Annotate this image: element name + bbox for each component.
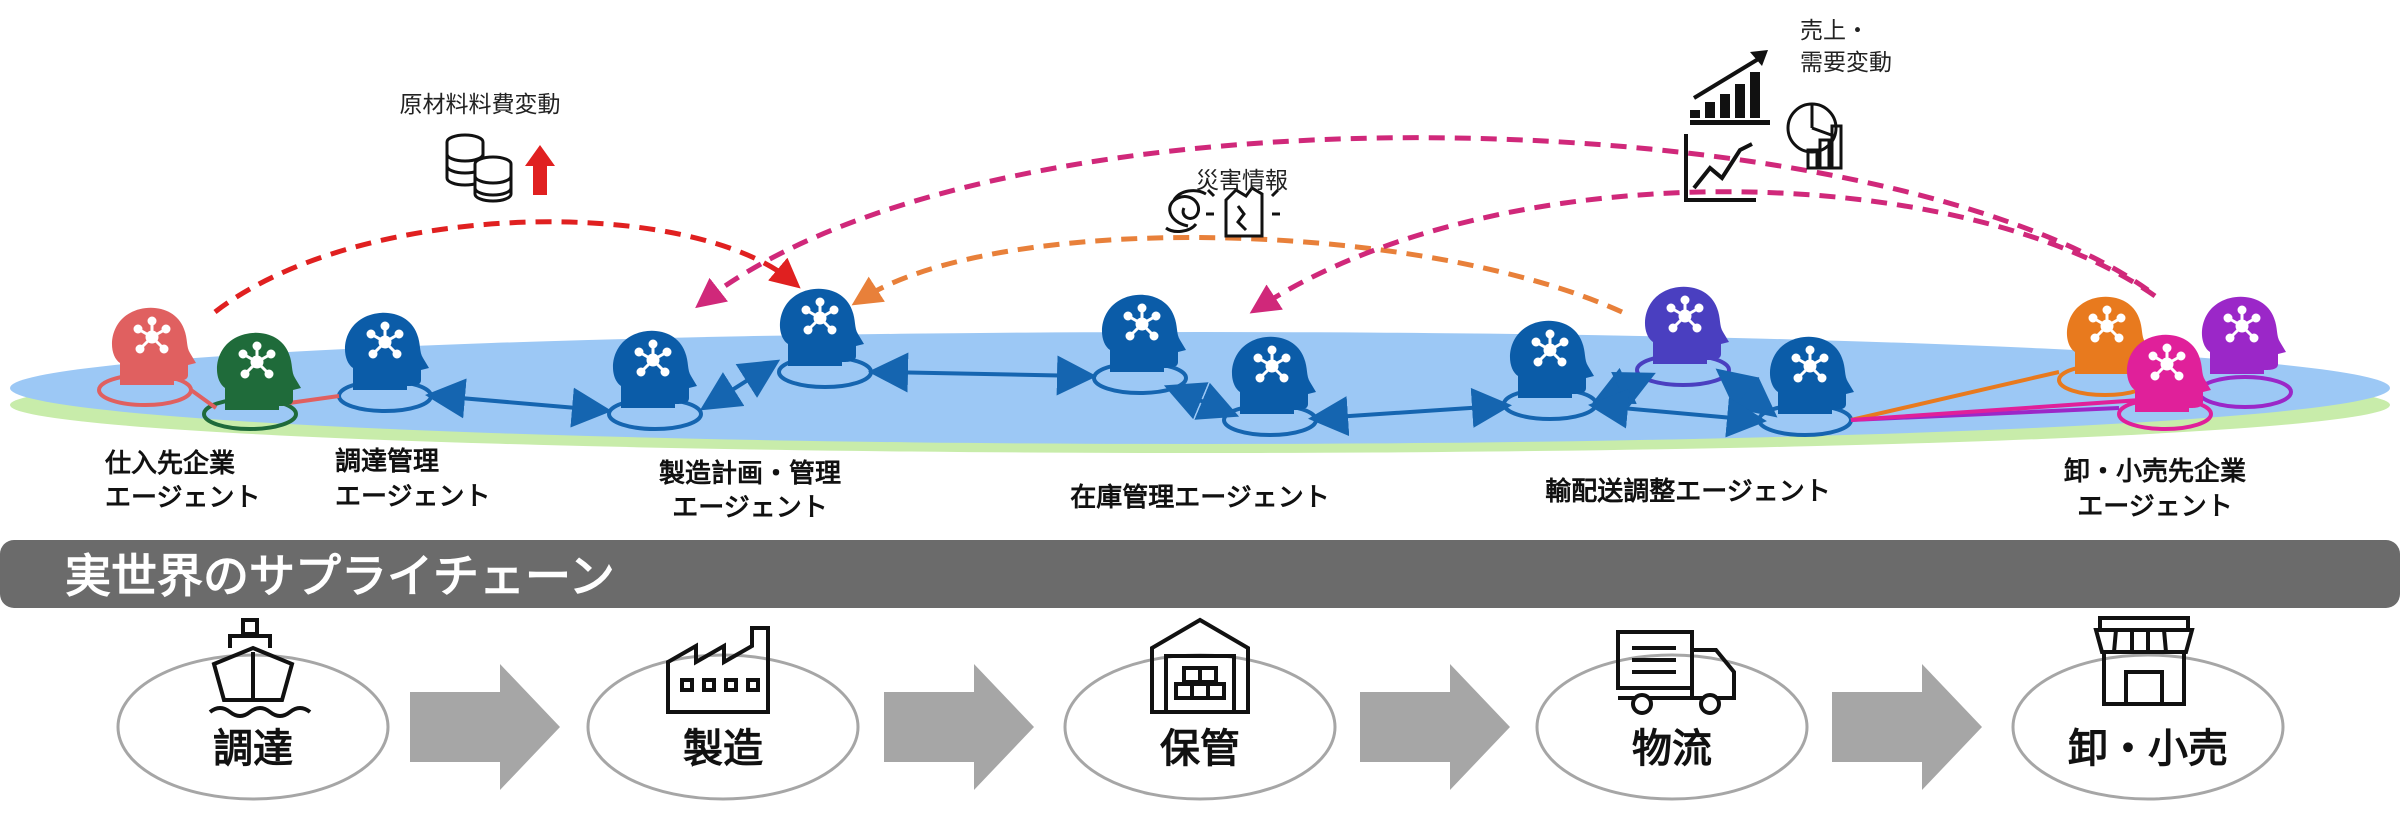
banner-title: 実世界のサプライチェーン: [65, 549, 615, 603]
logistics-agent-label: 輸配送調整エージェント: [1545, 476, 1830, 507]
stage-flow-arrow: [1832, 664, 1982, 790]
typhoon-icon: [1165, 189, 1207, 233]
supplier-agent-label-line1: 仕入先企業: [104, 448, 235, 479]
material-cost-label: 原材料料費変動: [400, 92, 561, 118]
demand-flow-arrow-2: [1249, 189, 2157, 314]
stage-retail: [2011, 653, 2285, 801]
supplier-agent-head-green: [215, 331, 303, 412]
earthquake-icon: [1206, 186, 1280, 238]
manufacturing-agent-head-2: [778, 287, 866, 368]
procurement-agent-head: [343, 311, 431, 392]
stage-flow-arrow: [1360, 664, 1510, 790]
stage-label-logistics: 物流: [1632, 726, 1712, 772]
stage-flow-arrow: [410, 664, 560, 790]
ship-icon: [208, 618, 312, 718]
supplier-agent-label-line2: エージェント: [105, 483, 260, 513]
stage-label-retail: 卸・小売: [2068, 726, 2228, 772]
stage-label-storage: 保管: [1160, 726, 1240, 772]
factory-icon: [666, 626, 770, 714]
demand-flow-arrow-1: [695, 135, 2150, 309]
pie-bar-chart-icon: [1786, 102, 1843, 170]
procurement-agent-label-line2: エージェント: [335, 482, 490, 512]
sales-growth-icon: [1690, 50, 1770, 125]
stage-flow-arrow: [884, 664, 1034, 790]
truck-icon: [1616, 630, 1736, 715]
procurement-agent-label-line1: 調達管理: [335, 446, 439, 477]
stage-label-procurement: 調達: [213, 726, 293, 772]
supply-chain-stages: 調達 製造 保管 物流 卸・小売: [116, 616, 2285, 801]
retail-agent-label-line2: エージェント: [2077, 492, 2232, 522]
inventory-agent-label: 在庫管理エージェント: [1070, 483, 1329, 513]
material-cost-flow-arrow: [213, 219, 801, 314]
stage-label-manufacturing: 製造: [683, 726, 763, 772]
disaster-info-label: 災害情報: [1196, 168, 1288, 194]
inventory-agent-head-1: [1100, 293, 1188, 374]
real-world-banner: [0, 540, 2400, 608]
manufacturing-agent-label-line2: エージェント: [672, 493, 827, 523]
line-chart-icon: [1684, 134, 1756, 202]
disaster-info-flow-arrow: [851, 235, 1624, 315]
coins-icon: [445, 133, 513, 203]
manufacturing-agent-label-line1: 製造計画・管理: [659, 458, 841, 489]
warehouse-icon: [1150, 617, 1250, 714]
agent-labels: 仕入先企業 エージェント 調達管理 エージェント 製造計画・管理 エージェント …: [104, 446, 2246, 523]
retail-agent-head-purple: [2200, 295, 2288, 376]
sales-demand-label-line1: 売上・: [1800, 18, 1869, 44]
retail-agent-label-line1: 卸・小売先企業: [2064, 456, 2246, 487]
stage-logistics: [1535, 653, 1809, 801]
agent-coordination-arrows: [425, 352, 1778, 438]
retail-agent-head-magenta: [2125, 333, 2213, 414]
logistics-agent-head-purple: [1643, 285, 1731, 366]
sales-demand-label-line2: 需要変動: [1800, 50, 1892, 76]
store-icon: [2093, 616, 2195, 706]
information-flow-arrows: [213, 135, 2157, 315]
logistics-agent-head-1: [1508, 319, 1596, 400]
supplier-agent-head-red: [110, 306, 198, 387]
price-up-arrow-icon: [525, 145, 555, 195]
